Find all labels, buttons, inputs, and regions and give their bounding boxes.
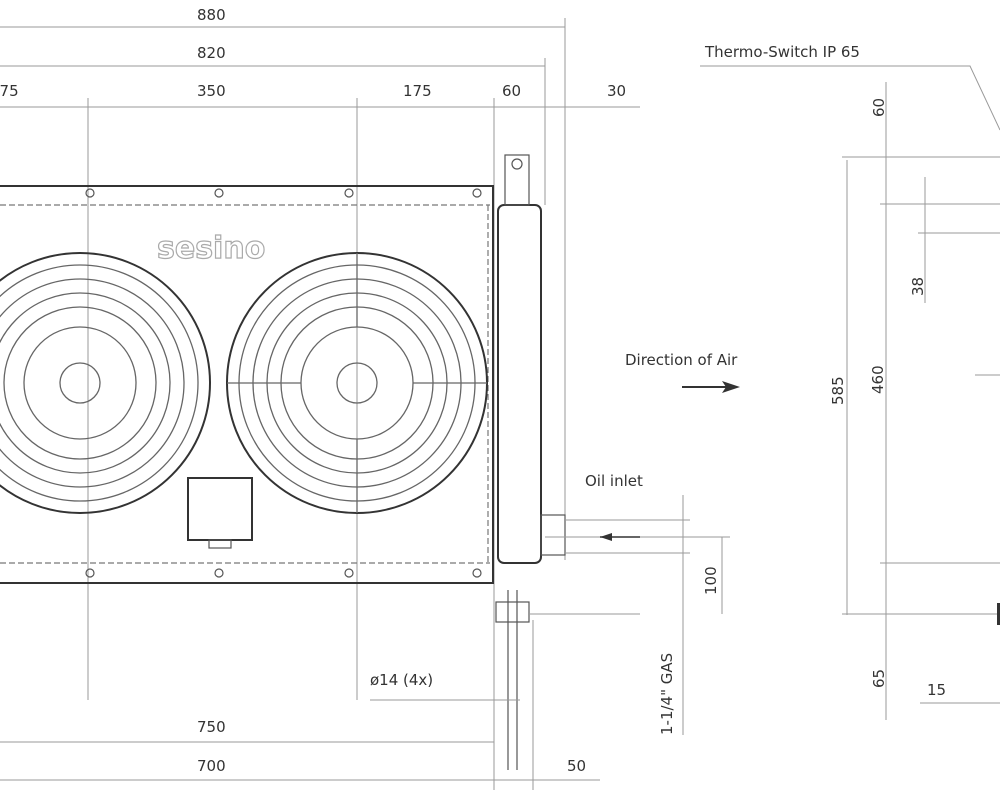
condenser-unit: sesino — [0, 154, 566, 770]
junction-box — [187, 477, 253, 541]
dim-right-offset: 175 — [403, 82, 432, 100]
dim-pipe-offset: 50 — [567, 757, 586, 775]
label-mount-holes: ø14 (4x) — [370, 671, 433, 689]
top-dimensions: 880 820 175 350 175 60 30 — [0, 6, 640, 790]
dim-side-bottom: 65 — [870, 669, 888, 688]
brand-logo: sesino — [157, 231, 265, 266]
dim-side-top: 60 — [870, 98, 888, 117]
fan-right — [226, 252, 488, 514]
dim-side-foot: 15 — [927, 681, 946, 699]
label-direction-of-air: Direction of Air — [625, 351, 738, 369]
dim-header-width: 60 — [502, 82, 521, 100]
arrow-right-icon — [722, 381, 740, 393]
label-gas-connection: 1-1/4" GAS — [658, 653, 676, 735]
dim-bracket-offset: 30 — [607, 82, 626, 100]
dim-side-switch: 38 — [909, 277, 927, 296]
dim-overall-length: 880 — [197, 6, 226, 24]
oil-inlet: Oil inlet 100 — [545, 472, 730, 614]
label-thermo-switch: Thermo-Switch IP 65 — [704, 43, 860, 61]
mount-bolts — [85, 188, 482, 578]
label-oil-inlet: Oil inlet — [585, 472, 643, 490]
air-direction: Direction of Air — [625, 351, 740, 393]
dim-frame-length: 820 — [197, 44, 226, 62]
dim-fan-spacing: 350 — [197, 82, 226, 100]
dim-mount-inner: 700 — [197, 757, 226, 775]
bottom-dimensions: 750 700 50 ø14 (4x) 1-1/4" GAS — [0, 495, 684, 790]
dim-left-offset: 175 — [0, 82, 19, 100]
dim-side-total-height: 585 — [829, 376, 847, 405]
side-view: Thermo-Switch IP 65 60 38 585 460 65 15 — [700, 43, 1000, 720]
dim-oil-inlet-height: 100 — [702, 566, 720, 595]
dim-side-core-height: 460 — [869, 365, 887, 394]
dim-mount-outer: 750 — [197, 718, 226, 736]
fan-left — [0, 252, 211, 514]
